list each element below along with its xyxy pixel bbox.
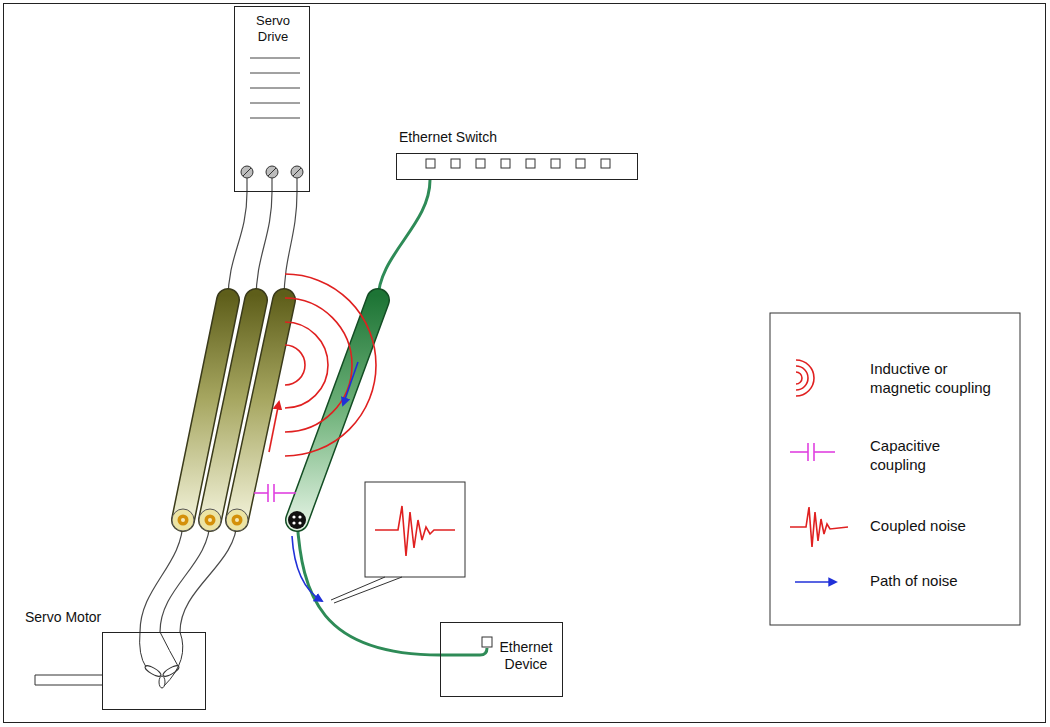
motor-windings [140, 632, 183, 688]
noise-waveform [375, 506, 455, 556]
servo-drive-box: Servo Drive [234, 6, 310, 192]
legend-text: Capacitive coupling [870, 437, 1000, 475]
capacitor-symbol [254, 484, 296, 502]
leader-line [331, 577, 385, 600]
motor-shaft [35, 675, 36, 685]
node-label: Servo Drive [248, 13, 298, 44]
node-label: Ethernet Switch [399, 129, 497, 146]
legend-capacitor [790, 443, 835, 461]
leader-line [334, 577, 402, 603]
noise-path-arrow [292, 536, 322, 601]
device-cable-end [440, 648, 487, 655]
servo-motor-box: Servo Motor [102, 632, 206, 710]
legend-arrow [795, 581, 836, 583]
device-port [482, 637, 492, 647]
legend-arcs [796, 360, 814, 396]
legend-noise [790, 507, 848, 547]
ethernet-cable-wire [297, 180, 440, 655]
ethernet-device-box: Ethernet Device [440, 622, 563, 697]
current-arrow [269, 402, 279, 452]
legend-box [770, 313, 1020, 625]
switch-ports [426, 159, 610, 168]
drive-panel-lines [250, 58, 300, 118]
magnetic-field-arcs [285, 274, 376, 456]
node-label: Servo Motor [25, 609, 101, 626]
motor-shaft [35, 685, 102, 686]
legend-text: Coupled noise [870, 517, 1000, 536]
motor-wire [180, 192, 297, 632]
drive-terminals [241, 166, 303, 192]
motor-shaft [35, 675, 102, 676]
ethernet-switch-box: Ethernet Switch [396, 153, 638, 180]
legend-text: Inductive or magnetic coupling [870, 360, 1000, 398]
cable-ends [172, 509, 248, 531]
motor-cables [183, 300, 284, 520]
noise-path-arrow [343, 362, 358, 405]
legend-text: Path of noise [870, 572, 1000, 591]
node-label: Ethernet Device [495, 639, 557, 673]
outer-frame [4, 4, 1046, 723]
noise-callout [365, 482, 465, 577]
